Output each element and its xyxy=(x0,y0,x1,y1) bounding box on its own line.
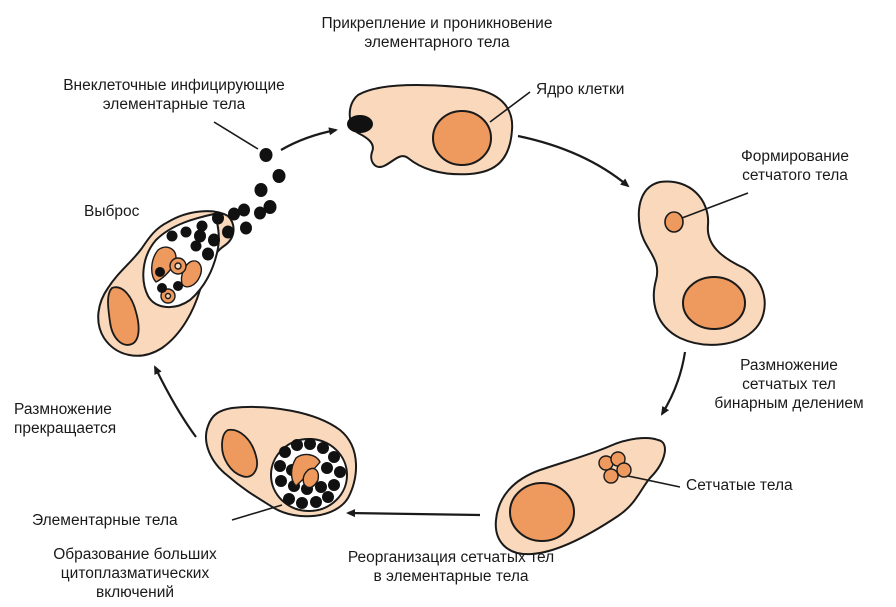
label-binary-fission: Размножение сетчатых тел бинарным делени… xyxy=(686,356,892,413)
host-nucleus xyxy=(510,483,574,541)
cell-inclusion xyxy=(206,407,356,520)
extracellular-elementary-bodies xyxy=(255,148,286,214)
elementary-bodies-pointer xyxy=(232,505,282,520)
host-nucleus xyxy=(683,277,745,329)
label-elementary-bodies: Элементарные тела xyxy=(32,511,178,530)
label-reticulate-bodies: Сетчатые тела xyxy=(686,476,793,495)
forming-reticulate-body xyxy=(665,212,683,232)
cell-reticulate-bodies xyxy=(496,438,680,554)
arrow-to-reorganization xyxy=(348,513,480,515)
arrow-to-binary-fission xyxy=(662,352,685,414)
label-reorganization: Реорганизация сетчатых тел в элементарны… xyxy=(292,548,610,586)
label-nucleus: Ядро клетки xyxy=(536,80,624,99)
label-inclusions: Образование больших цитоплазматических в… xyxy=(6,545,264,602)
label-release: Выброс xyxy=(84,202,139,221)
arrow-extracellular-to-cell xyxy=(281,130,336,150)
extracellular-pointer xyxy=(214,122,258,149)
host-nucleus xyxy=(433,111,491,165)
arrow-attach-to-host xyxy=(518,136,628,186)
cell-attachment xyxy=(347,85,530,174)
label-multiplication-stops: Размножение прекращается xyxy=(14,400,116,438)
cell-release xyxy=(98,204,266,356)
reticulate-remnants xyxy=(292,455,321,488)
label-extracellular: Внеклеточные инфицирующие элементарные т… xyxy=(10,76,338,114)
label-attachment: Прикрепление и проникновение элементарно… xyxy=(242,14,632,52)
label-reticulate-formation: Формирование сетчатого тела xyxy=(700,147,890,185)
arrow-to-release xyxy=(155,367,196,437)
cell-reticulate-formation xyxy=(639,182,765,345)
attaching-elementary-body xyxy=(347,115,373,133)
